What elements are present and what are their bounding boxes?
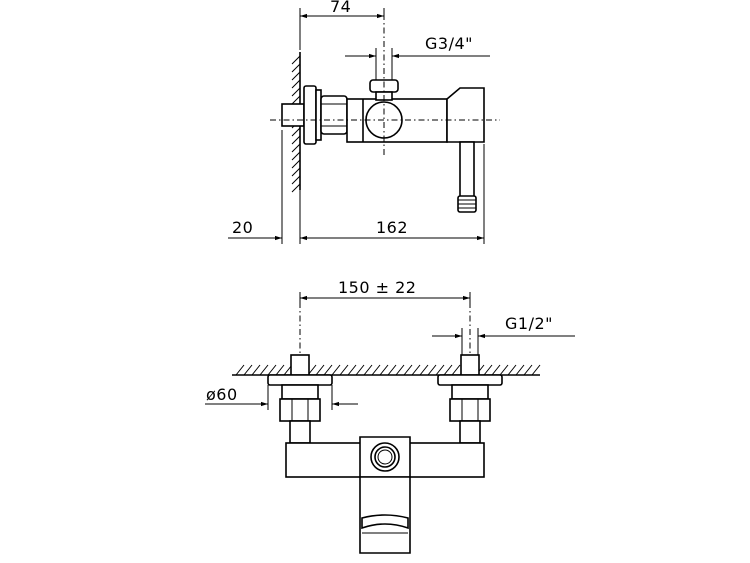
wall-top-hatch-line [427, 364, 437, 376]
wall-top-hatch-line [491, 364, 501, 376]
wall-hatch-line [291, 183, 301, 193]
wall-top-hatch-line [339, 364, 349, 376]
dimension-inlet-thread-label: G1/2" [505, 314, 553, 333]
dimension-outlet-thread: G3/4" [345, 34, 490, 80]
dimension-outlet-thread-label: G3/4" [425, 34, 473, 53]
wall-top-hatch-line [507, 364, 517, 376]
wall-top-hatch-line [435, 364, 445, 376]
dimension-wall-offset: 20 [228, 130, 283, 244]
dimension-centers: 150 ± 22 [299, 278, 471, 306]
wall-top-hatch-line [331, 364, 341, 376]
wall-inlet-stub [281, 103, 305, 127]
dimension-inlet-thread: G1/2" [432, 314, 575, 355]
wall-top-hatch-line [323, 364, 333, 376]
dimension-rosette-diameter: ø60 [205, 385, 358, 410]
wall-top-section [232, 364, 541, 376]
left-inlet-assembly [267, 354, 333, 444]
wall-top-hatch-line [403, 364, 413, 376]
connection-nut [320, 95, 348, 135]
lever-front [359, 476, 411, 554]
wall-hatch-line [291, 55, 301, 65]
dimension-wall-offset-label: 20 [232, 218, 253, 237]
wall-top-hatch-line [251, 364, 261, 376]
wall-top-hatch-line [267, 364, 277, 376]
wall-top-hatch-line [243, 364, 253, 376]
wall-top-hatch-line [515, 364, 525, 376]
wall-top-hatch-line [363, 364, 373, 376]
wall-top-hatch-line [387, 364, 397, 376]
wall-top-hatch-line [483, 364, 493, 376]
wall-top-hatch-line [347, 364, 357, 376]
front-view: 150 ± 22 G1/2" ø60 [205, 278, 575, 554]
wall-top-hatch-line [419, 364, 429, 376]
wall-hatch-line [291, 87, 301, 97]
wall-rosette [303, 85, 322, 145]
dimension-rosette-diameter-label: ø60 [206, 385, 238, 404]
wall-hatch-line [291, 135, 301, 145]
wall-top-hatch-line [531, 364, 541, 376]
wall-hatch-line [291, 71, 301, 81]
wall-top-hatch-line [499, 364, 509, 376]
wall-hatch-line [291, 167, 301, 177]
dimension-depth-label: 74 [330, 0, 351, 16]
wall-hatch-line [291, 143, 301, 153]
dimension-total-length-label: 162 [376, 218, 408, 237]
wall-hatch-line [291, 63, 301, 73]
right-inlet-assembly [437, 354, 503, 444]
lever-cap [446, 87, 485, 143]
wall-hatch-line [291, 159, 301, 169]
wall-hatch-line [291, 95, 301, 105]
wall-top-hatch-line [443, 364, 453, 376]
dimension-total-length: 162 [299, 144, 485, 244]
dimension-centers-label: 150 ± 22 [338, 278, 416, 297]
wall-top-hatch-line [371, 364, 381, 376]
wall-top-hatch-line [235, 364, 245, 376]
mixer-center-block [359, 436, 411, 478]
wall-hatch-line [291, 151, 301, 161]
wall-hatch-line [291, 79, 301, 89]
wall-top-hatch-line [395, 364, 405, 376]
wall-top-hatch-line [275, 364, 285, 376]
lever-handle [457, 141, 477, 213]
wall-top-hatch-line [259, 364, 269, 376]
wall-top-hatch-line [411, 364, 421, 376]
wall-top-hatch-line [315, 364, 325, 376]
wall-top-hatch-line [451, 364, 461, 376]
wall-top-hatch-line [523, 364, 533, 376]
wall-top-hatch-line [379, 364, 389, 376]
wall-top-hatch-line [355, 364, 365, 376]
wall-hatch-line [291, 127, 301, 137]
wall-hatch-line [291, 175, 301, 185]
dimension-depth: 74 [299, 0, 385, 50]
side-view: 74 G3/4" 20 162 [228, 0, 500, 244]
